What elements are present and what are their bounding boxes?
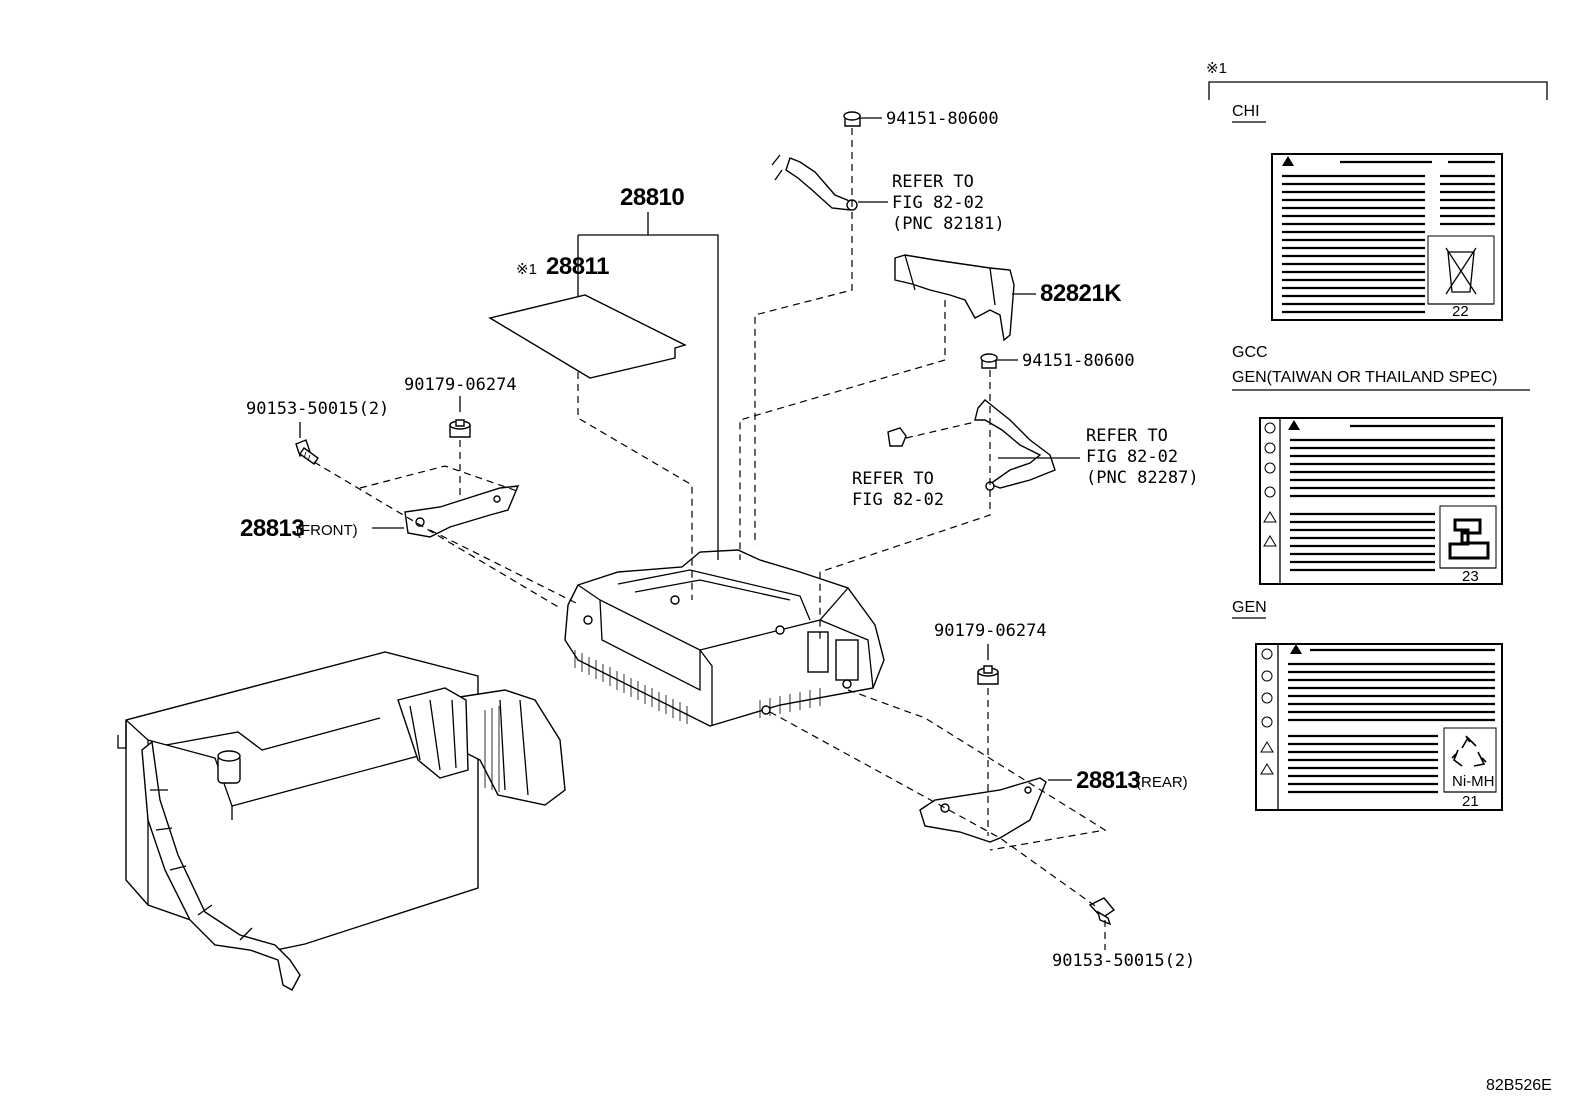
svg-text:REFER TO: REFER TO: [852, 469, 934, 489]
part-number-nut-top: 94151-80600: [886, 109, 999, 129]
label-number-23: 23: [1462, 568, 1479, 585]
legend-panel: ※1 CHI 22 GCC GEN(TAIWAN OR THAILAND SPE…: [1206, 60, 1548, 811]
part-number-clamp-front: 28813: [240, 515, 304, 542]
bolt-rear-drawing: [1088, 897, 1116, 926]
legend-section-chi: CHI: [1232, 103, 1260, 120]
nut-top-drawing: [843, 111, 861, 127]
svg-text:(PNC 82181): (PNC 82181): [892, 214, 1005, 234]
part-number-cover: 82821K: [1040, 280, 1122, 307]
nut-rear-drawing: [977, 665, 999, 685]
refer-note-82181: REFER TO FIG 82-02 (PNC 82181): [892, 172, 1005, 234]
svg-text:REFER TO: REFER TO: [1086, 426, 1168, 446]
label-number-21: 21: [1462, 793, 1479, 810]
svg-text:FIG 82-02: FIG 82-02: [1086, 447, 1178, 467]
legend-section-gen-taiwan: GEN(TAIWAN OR THAILAND SPEC): [1232, 369, 1498, 386]
nut-front-drawing: [449, 419, 471, 438]
svg-text:(PNC 82287): (PNC 82287): [1086, 468, 1199, 488]
caution-label-21: Ni-MH 21: [1255, 643, 1503, 811]
part-number-28811: 28811: [546, 253, 609, 280]
bolt-front-drawing: [295, 439, 319, 465]
label-note-mark: ※1: [516, 261, 537, 278]
legend-section-gcc: GCC: [1232, 344, 1268, 361]
svg-text:FIG 82-02: FIG 82-02: [892, 193, 984, 213]
label-28811-drawing: [488, 294, 687, 379]
clamp-rear-suffix: (REAR): [1136, 774, 1188, 791]
part-number-28810: 28810: [620, 184, 684, 211]
part-number-nut-mid: 94151-80600: [1022, 351, 1135, 371]
battery-assy-28810-drawing: [564, 549, 885, 727]
clamp-rear-drawing: [919, 777, 1047, 843]
label-number-22: 22: [1452, 303, 1469, 320]
figure-id: 82B526E: [1486, 1077, 1552, 1094]
ni-mh-label: Ni-MH: [1452, 773, 1495, 790]
legend-note-mark: ※1: [1206, 60, 1227, 77]
cable-82287-drawing: [974, 399, 1056, 491]
clamp-front-drawing: [404, 485, 520, 538]
cable-82181-drawing: [771, 154, 858, 211]
screw-refer-drawing: [887, 427, 907, 447]
refer-note-82287: REFER TO FIG 82-02 (PNC 82287): [1086, 426, 1199, 488]
auxiliary-battery-drawing: [117, 651, 566, 991]
caution-label-23: 23: [1259, 417, 1503, 585]
nut-mid-drawing: [980, 353, 998, 369]
clamp-front-suffix: (FRONT): [296, 522, 358, 539]
part-number-nut-front: 90179-06274: [404, 375, 517, 395]
svg-text:FIG 82-02: FIG 82-02: [852, 490, 944, 510]
part-number-bolt-rear: 90153-50015(2): [1052, 951, 1195, 971]
svg-text:REFER TO: REFER TO: [892, 172, 974, 192]
caution-label-22: 22: [1271, 153, 1503, 321]
cover-82821k-drawing: [894, 254, 1015, 342]
part-number-bolt-front: 90153-50015(2): [246, 399, 389, 419]
refer-note-fig: REFER TO FIG 82-02: [852, 469, 944, 510]
leader-lines: [313, 128, 1107, 950]
part-number-nut-rear: 90179-06274: [934, 621, 1047, 641]
part-number-clamp-rear: 28813: [1076, 767, 1140, 794]
legend-section-gen: GEN: [1232, 599, 1267, 616]
